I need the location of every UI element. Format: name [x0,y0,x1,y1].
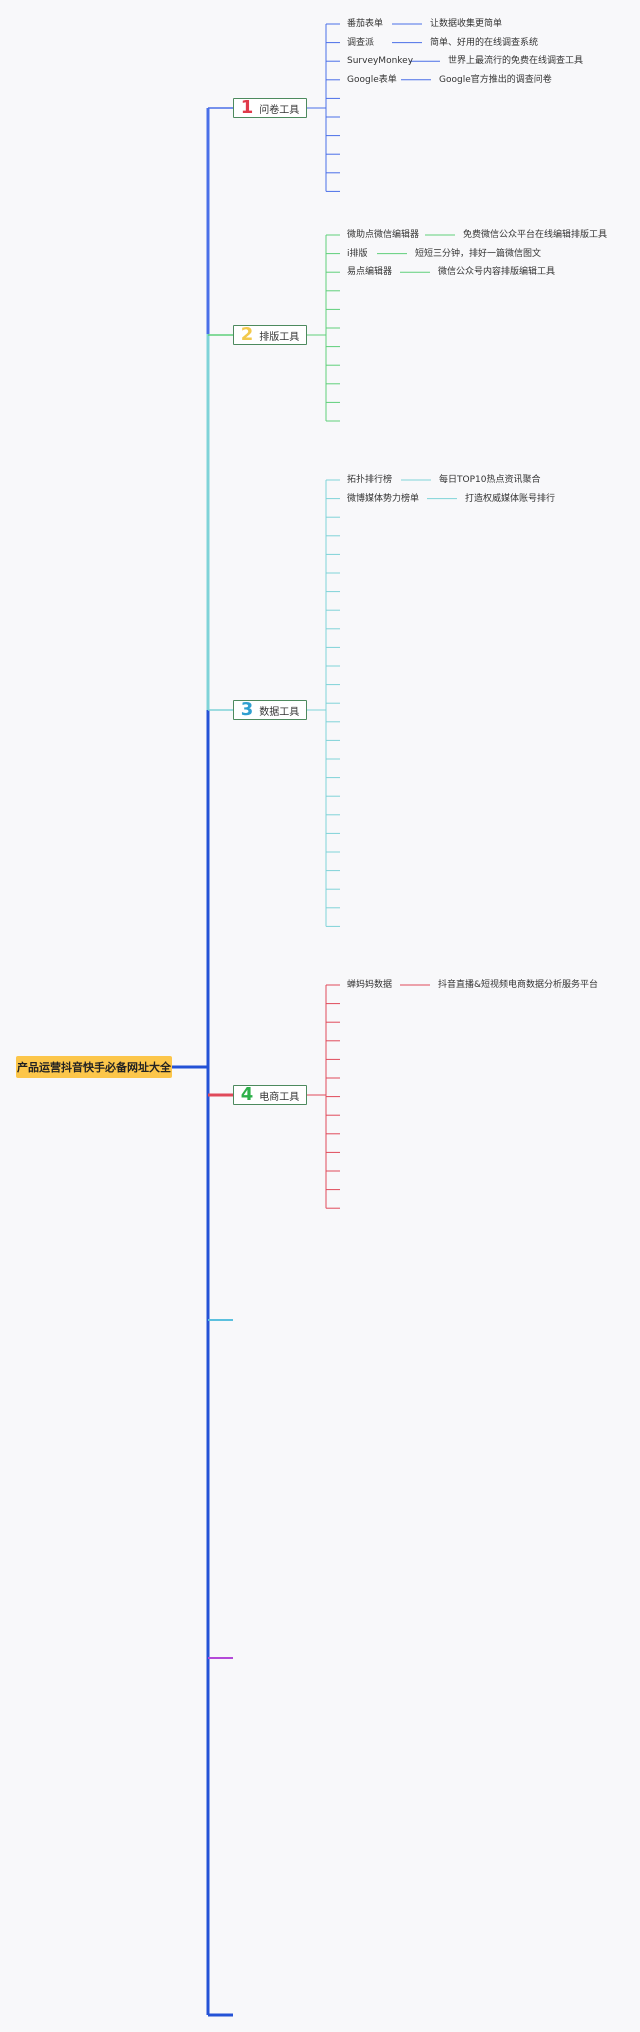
leaf-item-desc[interactable]: 让数据收集更简单 [430,19,503,29]
leaf-item-desc[interactable]: 简单、好用的在线调查系统 [430,37,539,48]
leaf-item-name[interactable]: Google表单 [347,74,397,85]
leaf-item-name[interactable]: SurveyMonkey [347,56,414,67]
category-number: 3 [240,699,254,720]
category-number: 1 [240,97,254,118]
category-label: 排版工具 [259,331,300,343]
leaf-item-desc[interactable]: 短短三分钟，排好一篇微信图文 [415,248,542,259]
leaf-item-name[interactable]: 番茄表单 [347,19,384,29]
category-label: 数据工具 [259,706,300,718]
leaf-item-desc[interactable]: 免费微信公众平台在线编辑排版工具 [463,230,608,240]
category-number: 4 [240,1084,254,1105]
category-label: 问卷工具 [259,104,300,116]
leaf-item-desc[interactable]: 每日TOP10热点资讯聚合 [439,475,541,485]
category-number: 2 [240,324,254,345]
leaf-item-name[interactable]: 拓扑排行榜 [347,475,393,485]
category-label: 电商工具 [259,1091,300,1103]
leaf-item-desc[interactable]: 抖音直播&短视频电商数据分析服务平台 [438,980,599,990]
root-node[interactable]: 产品运营抖音快手必备网址大全 [16,1056,172,1078]
leaf-item-desc[interactable]: Google官方推出的调查问卷 [439,74,552,85]
leaf-item-name[interactable]: 蝉妈妈数据 [347,980,393,990]
leaf-item-name[interactable]: 易点编辑器 [347,267,393,278]
leaf-item-name[interactable]: 微博媒体势力榜单 [347,493,420,504]
category-node-4[interactable]: 4 电商工具 [233,1085,307,1105]
leaf-item-name[interactable]: 微助点微信编辑器 [347,230,420,240]
category-node-3[interactable]: 3 数据工具 [233,700,307,720]
leaf-item-desc[interactable]: 微信公众号内容排版编辑工具 [438,267,556,278]
category-node-1[interactable]: 1 问卷工具 [233,98,307,118]
leaf-item-desc[interactable]: 世界上最流行的免费在线调查工具 [448,56,584,67]
root-label: 产品运营抖音快手必备网址大全 [17,1061,171,1074]
leaf-item-name[interactable]: 调查派 [347,37,375,48]
leaf-item-name[interactable]: i排版 [347,248,368,259]
leaf-item-desc[interactable]: 打造权威媒体账号排行 [465,493,556,504]
category-node-2[interactable]: 2 排版工具 [233,325,307,345]
